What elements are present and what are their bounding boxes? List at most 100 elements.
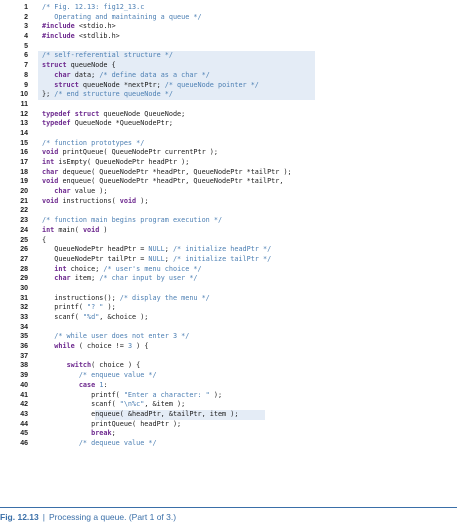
code-text: void enqueue( QueueNodePtr *headPtr, Que… — [42, 177, 283, 187]
code-keyword: char — [54, 274, 71, 283]
code-text: char dequeue( QueueNodePtr *headPtr, Que… — [42, 168, 292, 178]
code-token: dequeue( QueueNodePtr *headPtr, QueueNod… — [58, 167, 292, 176]
code-line: 23/* function main begins program execut… — [0, 216, 457, 226]
code-comment: /* user's menu choice */ — [103, 264, 202, 273]
code-comment: /* queueNode pointer */ — [164, 80, 259, 89]
code-text: #include <stdio.h> — [42, 22, 116, 32]
code-listing: 1 /* Fig. 12.13: fig12_13.c 2 Operating an… — [0, 3, 457, 449]
code-text: QueueNodePtr tailPtr = NULL; /* initiali… — [42, 255, 271, 265]
line-number: 9 — [24, 81, 28, 89]
code-text: typedef struct queueNode QueueNode; — [42, 110, 185, 120]
code-line: 31 instructions(); /* display the menu *… — [0, 294, 457, 304]
code-token: instructions( — [58, 196, 120, 205]
line-number: 25 — [20, 236, 28, 244]
code-keyword: int — [42, 158, 55, 166]
code-line: 35 /* while user does not enter 3 */ — [0, 332, 457, 342]
line-number: 15 — [20, 139, 28, 147]
line-number: 34 — [20, 323, 28, 331]
code-token — [42, 187, 54, 195]
code-keyword: void — [119, 196, 137, 205]
code-token: scanf( — [42, 313, 83, 321]
code-text: void instructions( void ); — [42, 197, 148, 207]
code-token — [42, 342, 54, 350]
code-text: /* function prototypes */ — [42, 139, 144, 149]
code-line: 20 char value ); — [0, 187, 457, 197]
code-text: printQueue( headPtr ); — [42, 420, 181, 430]
code-line: 39 /* enqueue value */ — [0, 371, 457, 381]
code-text: int choice; /* user's menu choice */ — [42, 264, 202, 275]
code-line: 19 void enqueue( QueueNodePtr *headPtr, Q… — [0, 177, 457, 187]
code-token: ); — [103, 303, 116, 312]
line-number: 5 — [24, 42, 28, 50]
code-text: char value ); — [42, 187, 107, 197]
line-number: 13 — [20, 120, 28, 128]
line-number: 21 — [20, 197, 28, 205]
line-number: 19 — [20, 178, 28, 186]
code-literal: 3 — [127, 342, 133, 351]
line-number: 2 — [24, 13, 28, 21]
code-line: 26 QueueNodePtr headPtr = NULL; /* initi… — [0, 245, 457, 255]
line-number: 38 — [20, 362, 28, 370]
line-number: 45 — [20, 430, 28, 438]
code-line: 42 scanf( "\n%c", &item ); — [0, 400, 457, 410]
figure-caption: Fig. 12.13|Processing a queue. (Part 1 o… — [0, 512, 176, 522]
code-token: ) { — [132, 342, 149, 351]
code-line: 2 Operating and maintaining a queue */ — [0, 13, 457, 23]
code-literal: 1 — [99, 380, 104, 389]
code-comment: /* display the menu */ — [119, 293, 210, 302]
code-token — [42, 81, 54, 89]
code-line: 6/* self-referential structure */ — [0, 51, 457, 62]
code-token: QueueNodePtr tailPtr = — [42, 254, 149, 263]
code-keyword: int — [42, 225, 55, 234]
line-number: 46 — [20, 439, 28, 447]
code-comment: Operating and maintaining a queue */ — [42, 12, 202, 21]
code-text: int isEmpty( QueueNodePtr headPtr ); — [42, 158, 189, 168]
highlight-band — [38, 70, 315, 81]
highlight-band — [38, 51, 315, 62]
code-line: 44 printQueue( headPtr ); — [0, 420, 457, 430]
line-number: 18 — [20, 168, 28, 176]
code-keyword: void — [42, 148, 59, 157]
code-line: 28 int choice; /* user's menu choice */ — [0, 265, 457, 275]
code-text: #include <stdlib.h> — [42, 32, 120, 42]
code-token — [42, 332, 54, 340]
line-number: 29 — [20, 275, 28, 283]
code-line: 34 — [0, 323, 457, 333]
code-line: 11 — [0, 100, 457, 110]
code-line: 37 — [0, 352, 457, 362]
code-text: case 1: — [42, 381, 108, 391]
code-token: enqueue( QueueNodePtr *headPtr, QueueNod… — [58, 177, 284, 186]
code-text: /* enqueue value */ — [42, 371, 157, 381]
code-comment: /* Fig. 12.13: fig12_13.c — [42, 3, 145, 11]
figure-label: Fig. 12.13 — [0, 512, 39, 522]
code-token: data; — [70, 70, 100, 79]
code-token — [42, 371, 79, 379]
caption-separator: | — [42, 512, 45, 522]
code-text: /* while user does not enter 3 */ — [42, 332, 189, 342]
line-number: 17 — [20, 159, 28, 166]
code-text: scanf( "%d", &choice ); — [42, 313, 148, 323]
code-line: 25 { — [0, 236, 457, 246]
line-number: 35 — [20, 333, 28, 341]
code-token — [42, 381, 79, 389]
code-token: printf( — [42, 303, 88, 312]
code-keyword: #include — [42, 32, 75, 41]
code-token: ; — [164, 254, 173, 263]
code-keyword: char — [54, 70, 71, 79]
code-text: while ( choice != 3 ) { — [42, 342, 148, 352]
code-comment: /* enqueue value */ — [78, 371, 157, 380]
line-number: 41 — [20, 391, 28, 399]
code-text: /* self-referential structure */ — [42, 51, 173, 61]
code-line: 41 printf( "Enter a character: " ); — [0, 391, 457, 401]
code-token: main( — [54, 225, 83, 234]
code-keyword: char — [42, 167, 59, 176]
code-line: 14 — [0, 129, 457, 139]
code-text: { — [42, 236, 46, 246]
line-number: 22 — [20, 207, 28, 215]
code-token — [42, 265, 54, 273]
highlight-band — [38, 61, 315, 71]
caption-text: Processing a queue. (Part 1 of 3.) — [48, 512, 177, 522]
